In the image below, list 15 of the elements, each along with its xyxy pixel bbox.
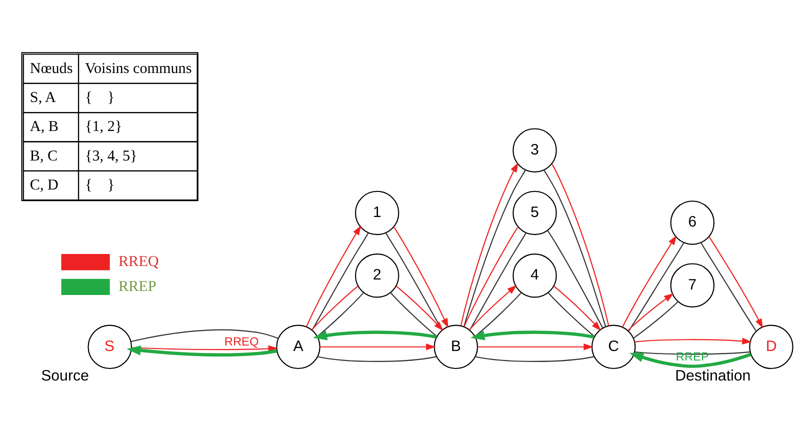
label: {1, 2} [84,118,122,135]
label: B, C [30,148,58,164]
label: C, D [30,176,58,193]
legend-label: RREQ [118,254,159,270]
label: S, A [30,89,56,106]
label: { } [84,89,115,106]
label: Nœuds [30,60,73,76]
edge-label: RREQ [224,334,259,348]
label: Voisins communs [84,60,192,76]
label: { } [84,176,115,193]
node-label: Source [41,367,89,384]
node-label: Destination [675,367,751,384]
legend-label: RREP [118,278,156,294]
label: A, B [30,118,58,135]
label: {3, 4, 5} [84,148,138,164]
